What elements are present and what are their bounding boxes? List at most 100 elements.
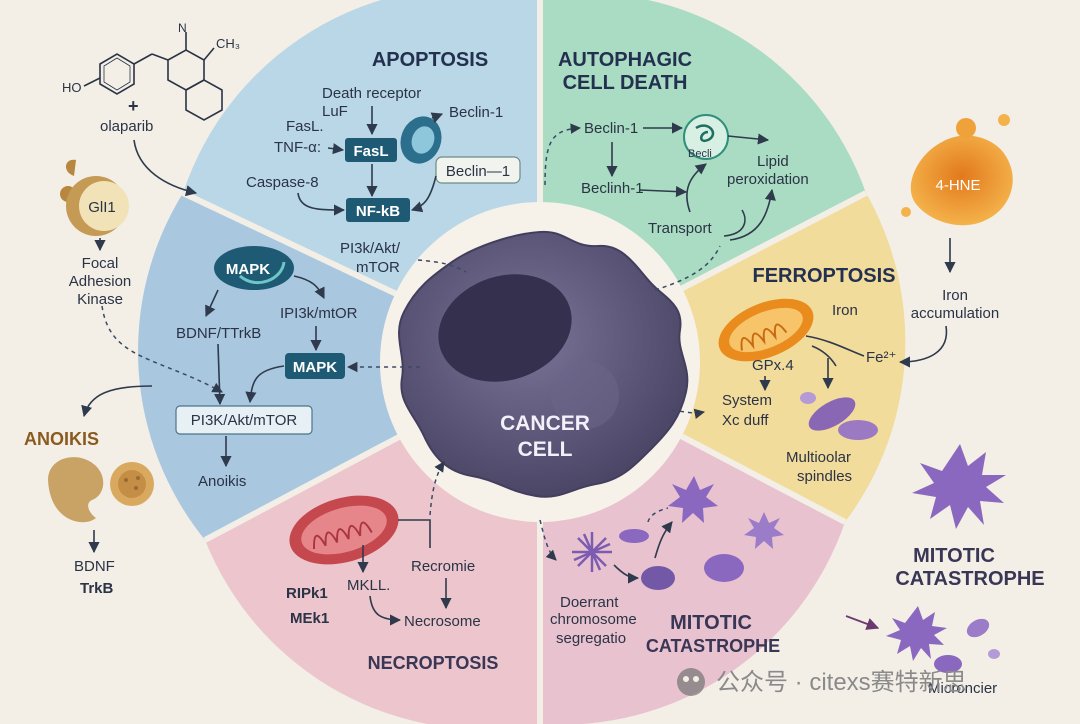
fasl-box [345, 138, 397, 162]
iron-acc-line2: accumulation [911, 305, 999, 322]
fe-label: Fe²⁺ [866, 349, 896, 366]
death-receptor-label: Death receptor [322, 85, 421, 102]
mapk-box [285, 353, 345, 379]
becli-small-label: Becli [688, 148, 712, 160]
focal-label-line3: Kinase [77, 291, 123, 308]
pi3k-box-label: PI3K/Akt/mTOR [191, 412, 298, 429]
cell-blob-1 [619, 529, 649, 543]
recromie-label: Recromie [411, 558, 475, 575]
large-star-cell-icon [912, 444, 1006, 529]
mitotic-outside-title-line2: CATASTROPHE [895, 568, 1044, 590]
pi3k-label-line2: mTOR [356, 259, 400, 276]
anoikis-inner-label: Anoikis [198, 473, 246, 490]
fasl-box-label: FasL [353, 143, 388, 160]
star-cell-2-icon [744, 512, 784, 549]
autophagic-title-line1: AUTOPHAGIC [558, 49, 692, 71]
n-label: N [178, 21, 187, 35]
gpx-label: GPx.4 [752, 357, 794, 374]
beclin-top-label: Beclin-1 [449, 104, 503, 121]
iron-label: Iron [832, 302, 858, 319]
beclin1-label: Beclin-1 [584, 120, 638, 137]
micronuclei-label: Microncier [928, 680, 997, 697]
mek-label: MEk1 [290, 610, 329, 627]
star-cell-1-icon [668, 476, 718, 523]
cell-blob-2 [641, 566, 675, 590]
hne-label: 4-HNE [935, 177, 980, 194]
hne-section: 4-HNE Iron accumulation [898, 114, 1013, 368]
ipi3k-label: IPI3k/mtOR [280, 305, 358, 322]
spindle-cells-icon [800, 392, 878, 440]
autophagic-title-line2: CELL DEATH [563, 72, 688, 94]
ch3-label: CH₃ [216, 36, 240, 51]
necrosome-label: Necrosome [404, 613, 481, 630]
tnf-label: TNF-α: [274, 139, 321, 156]
nfkb-box [346, 198, 410, 222]
lipid-label-line1: Lipid [757, 153, 789, 170]
mitochondrion-icon [718, 298, 814, 362]
multi-label-line2: spindles [797, 468, 852, 485]
mapk-box-label: MAPK [293, 359, 337, 376]
nfkb-box-label: NF-kB [356, 203, 400, 220]
fasl-text-label: FasL. [286, 118, 324, 135]
center-label-line1: CANCER [500, 412, 590, 435]
watermark: 公众号 · citexs赛特新思 [677, 668, 967, 696]
anoikis-cell-icon [48, 457, 154, 523]
beclin-organelle-icon [400, 116, 442, 164]
doerrant-label-line2: chromosome [550, 611, 637, 628]
apoptosis-section: APOPTOSIS Death receptor LuF FasL. TNF-α… [246, 49, 521, 276]
center-label-line2: CELL [518, 438, 573, 461]
mitotic-inner-section: Doerrant chromosome segregatio MITOTIC C… [539, 476, 784, 656]
pi3k-box [175, 405, 313, 435]
doerrant-label-line3: segregatio [556, 630, 626, 647]
ho-label: HO [62, 80, 82, 95]
gli-cell-icon [60, 159, 129, 236]
transport-label: Transport [648, 220, 712, 237]
chromosome-star-icon [572, 532, 612, 572]
ripk-label: RIPk1 [286, 585, 328, 602]
ferroptosis-title: FERROPTOSIS [753, 265, 896, 287]
iron-acc-line1: Iron [942, 287, 968, 304]
focal-label-line1: Focal [82, 255, 119, 272]
beclinh-label: Beclinh-1 [581, 180, 644, 197]
trkb-label: TrkB [80, 580, 114, 597]
ferroptosis-sector [540, 193, 906, 522]
mkll-label: MKLL. [347, 577, 390, 594]
gli-section: GlI1 Focal Adhesion Kinase [60, 159, 132, 308]
focal-label-line2: Adhesion [69, 273, 132, 290]
pi3k-label-line1: PI3k/Akt/ [340, 240, 401, 257]
beclin-box [435, 156, 521, 184]
autophagosome-icon [683, 114, 729, 160]
system-label-line2: Xᴄ duff [722, 412, 769, 429]
cell-blob-3 [704, 554, 744, 582]
bdnf-trkb-label: BDNF/TTrkB [176, 325, 261, 342]
mitotic-inner-title-line1: MITOTIC [670, 612, 752, 634]
caspase-label: Caspase-8 [246, 174, 319, 191]
cancer-cell: CANCER CELL [398, 230, 689, 498]
system-label-line1: System [722, 392, 772, 409]
multi-label-line1: Multioolar [786, 449, 851, 466]
olaparib-section: HO N CH₃ + olaparib [62, 21, 240, 197]
lipid-label-line2: peroxidation [727, 171, 809, 188]
apoptosis-title: APOPTOSIS [372, 49, 488, 71]
anoikis-title: ANOIKIS [24, 429, 99, 449]
necro-mitochondrion-icon [289, 495, 399, 565]
olaparib-structure-icon [83, 32, 223, 121]
doerrant-label-line1: Doerrant [560, 594, 619, 611]
autophagic-section: AUTOPHAGIC CELL DEATH Beclin-1 Becli Lip… [544, 49, 809, 291]
mitotic-outside-title-line1: MITOTIC [913, 545, 995, 567]
luf-label: LuF [322, 103, 348, 120]
mitotic-outside-section: MITOTIC CATASTROPHE Microncier [845, 444, 1045, 697]
anoikis-outside-section: ANOIKIS BDNF TrkB [24, 385, 154, 597]
ferroptosis-section: FERROPTOSIS Iron GPx.4 Fe²⁺ System Xᴄ du… [671, 265, 896, 485]
necroptosis-title: NECROPTOSIS [368, 653, 499, 673]
beclin-box-label: Beclin—1 [446, 163, 510, 180]
mapk-oval-label: MAPK [226, 261, 270, 278]
watermark-text: 公众号 · citexs赛特新思 [716, 669, 967, 696]
plus-label: + [128, 96, 139, 116]
anoikis-pathway-section: MAPK BDNF/TTrkB IPI3k/mtOR MAPK PI3K/Akt… [101, 246, 420, 490]
bdnf-label: BDNF [74, 558, 115, 575]
micronuclei-star-icon [886, 606, 947, 661]
mitotic-inner-title-line2: CATASTROPHE [646, 636, 780, 656]
